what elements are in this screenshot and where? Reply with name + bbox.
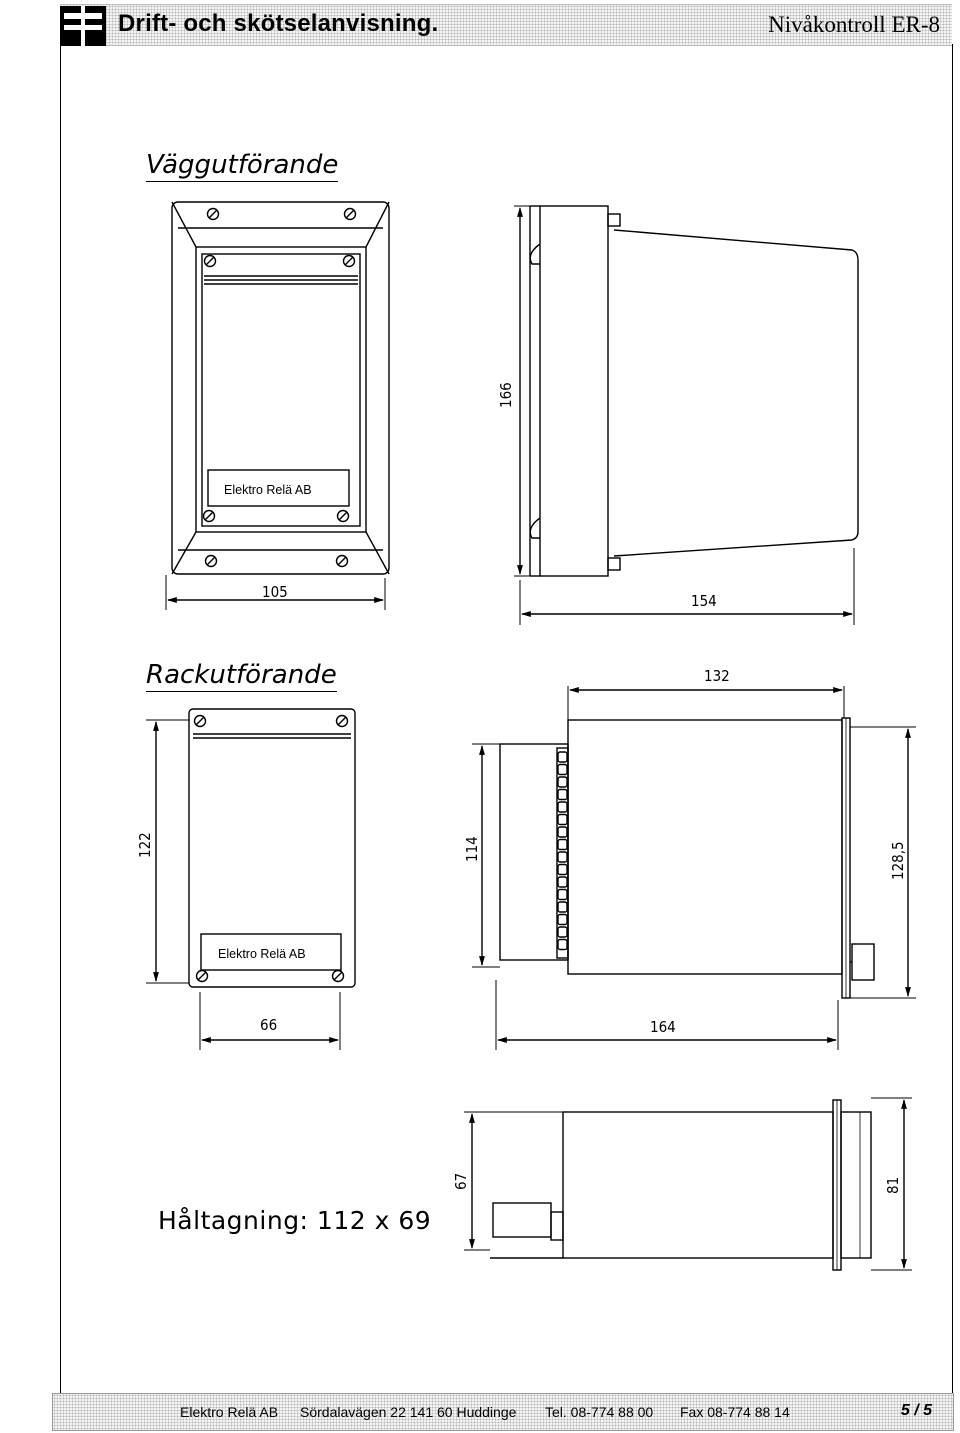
panel-cutout-label: Håltagning: 112 x 69: [158, 1206, 432, 1235]
dim-cutout-height-left: 67: [452, 1173, 470, 1190]
rack-front-view: [146, 708, 356, 1050]
terminal-pin: [557, 901, 568, 913]
terminal-pin: [557, 751, 568, 763]
terminal-strip: [557, 751, 568, 951]
dim-wall-side-height: 166: [497, 382, 515, 408]
terminal-pin: [557, 776, 568, 788]
dim-wall-side-depth: 154: [691, 592, 717, 610]
dim-rack-side-height-inner: 114: [463, 836, 481, 862]
rack-front-nameplate: Elektro Relä AB: [218, 947, 306, 961]
terminal-pin: [557, 888, 568, 901]
cutout-view: [464, 1097, 912, 1271]
terminal-pin: [557, 863, 568, 876]
terminal-pin: [557, 838, 568, 851]
footer-phone: Tel. 08-774 88 00: [545, 1404, 654, 1420]
terminal-pin: [557, 851, 568, 863]
dim-rack-front-height: 122: [136, 832, 154, 858]
footer-company: Elektro Relä AB: [180, 1404, 279, 1420]
page-frame: [60, 44, 953, 1398]
dim-wall-front-width: 105: [262, 583, 288, 601]
terminal-pin: [557, 763, 568, 776]
heading-rack-mount: Rackutförande: [146, 660, 337, 692]
terminal-pin: [557, 788, 568, 801]
footer-address: Sördalavägen 22 141 60 Huddinge: [300, 1404, 517, 1420]
dim-rack-front-width: 66: [260, 1016, 277, 1034]
terminal-pin: [557, 876, 568, 888]
dim-rack-side-top: 132: [704, 667, 730, 685]
page-number: 5 / 5: [900, 1402, 932, 1419]
heading-wall-mount: Väggutförande: [146, 150, 339, 182]
company-logo: [60, 6, 106, 46]
terminal-pin: [557, 801, 568, 813]
footer-bar: [52, 1393, 954, 1431]
wall-side-view: [514, 205, 859, 625]
dim-rack-side-height-outer: 128,5: [889, 841, 907, 880]
terminal-pin: [557, 826, 568, 838]
wall-front-view: [165, 201, 390, 610]
terminal-pin: [557, 913, 568, 926]
dim-cutout-height-right: 81: [884, 1177, 902, 1194]
footer-fax: Fax 08-774 88 14: [680, 1404, 790, 1420]
header-bar: [60, 4, 952, 46]
product-name: Nivåkontroll ER-8: [768, 12, 940, 37]
terminal-pin: [557, 926, 568, 938]
wall-front-nameplate: Elektro Relä AB: [224, 483, 312, 497]
dim-rack-side-depth: 164: [650, 1018, 676, 1036]
terminal-pin: [557, 938, 568, 951]
document-title: Drift- och skötselanvisning.: [118, 10, 439, 37]
terminal-pin: [557, 813, 568, 826]
rack-side-view: [472, 686, 916, 1050]
